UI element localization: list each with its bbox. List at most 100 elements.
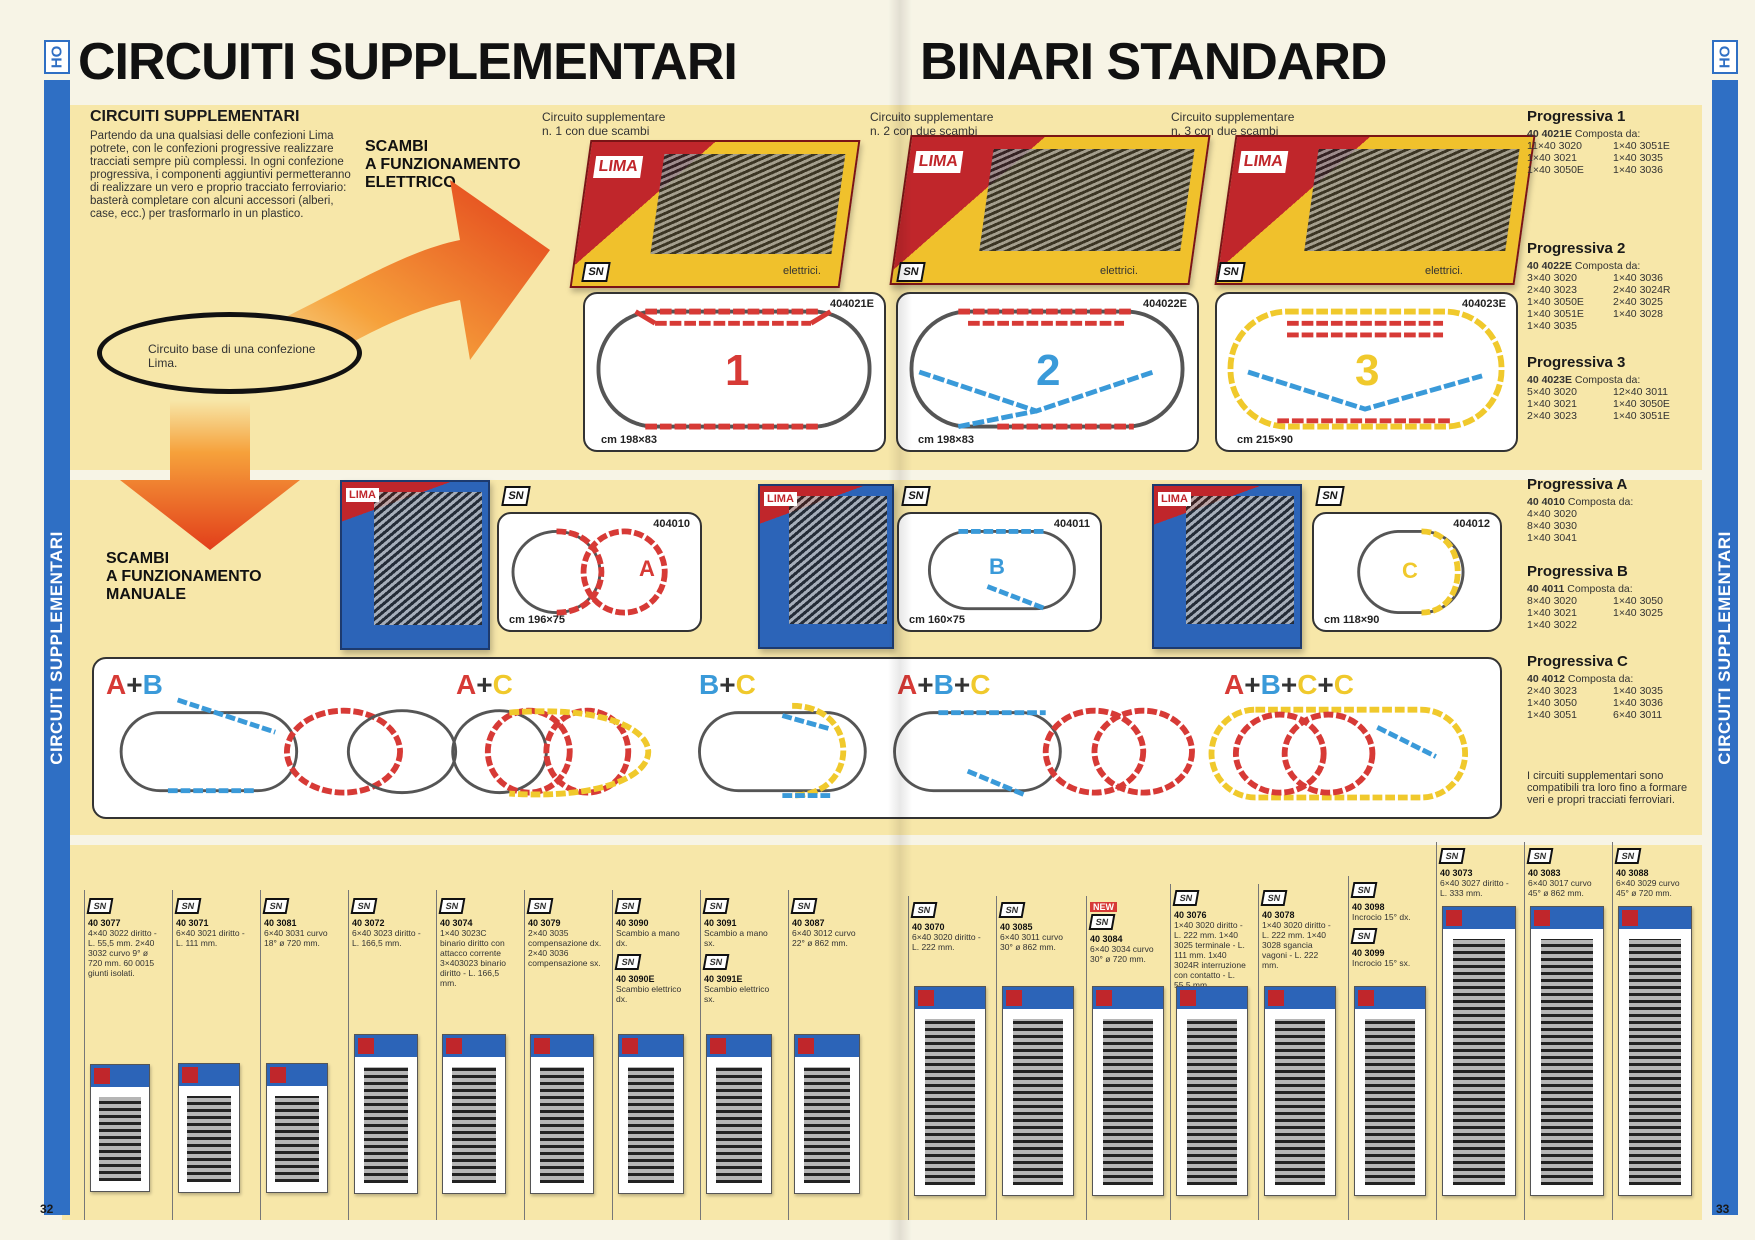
manual-code-b: 404011: [1053, 518, 1090, 530]
lima-sn-logo: SN: [86, 898, 114, 914]
manual-dims-c: cm 118×90: [1324, 614, 1380, 626]
intro: CIRCUITI SUPPLEMENTARI Partendo da una q…: [90, 108, 360, 221]
progressive-code: 40 4023E Composta da:: [1527, 374, 1641, 386]
set-dims-3: cm 215×90: [1237, 434, 1293, 446]
product-code: 40 3083: [1528, 868, 1561, 878]
label-electric: SCAMBI A FUNZIONAMENTO ELETTRICO: [365, 138, 521, 191]
sidebar-left: CIRCUITI SUPPLEMENTARI: [44, 80, 70, 1215]
product-divider: [908, 896, 909, 1220]
sidebar-right: CIRCUITI SUPPLEMENTARI: [1712, 80, 1738, 1215]
lima-sn-logo: SN: [526, 898, 554, 914]
product-package-image: [706, 1034, 772, 1194]
page-title-left: CIRCUITI SUPPLEMENTARI: [78, 33, 738, 91]
product-divider: [1436, 842, 1437, 1220]
product-package-image: [914, 986, 986, 1196]
lima-sn-logo: SN: [174, 898, 202, 914]
progressive-code: 40 4010 Composta da:: [1527, 496, 1634, 508]
progressive-title: Progressiva 2: [1527, 240, 1626, 257]
set-dims-2: cm 198×83: [918, 434, 974, 446]
product-desc: 6×40 3029 curvo 45° ø 720 mm.: [1616, 878, 1680, 898]
combo-title-bc: B+C: [699, 669, 756, 700]
product-desc: 6×40 3031 curvo 18° ø 720 mm.: [264, 928, 328, 948]
set-caption-2: Circuito supplementare n. 2 con due scam…: [870, 110, 994, 138]
page-number-right: 33: [1716, 1202, 1730, 1216]
manual-diagram-a: 404010 A cm 196×75: [497, 512, 702, 632]
manual-letter-b: B: [989, 554, 1005, 579]
product-divider: [1258, 884, 1259, 1220]
combination-panel: A+B A+C B+C A+B+C A+B+C+C: [92, 657, 1502, 819]
product-package-image: [794, 1034, 860, 1194]
product-divider: [1348, 876, 1349, 1220]
product-package-image: [618, 1034, 684, 1194]
manual-dims-a: cm 196×75: [509, 614, 565, 626]
progressive-title: Progressiva A: [1527, 476, 1628, 493]
product-desc: 4×40 3022 diritto - L. 55,5 mm. 2×40 303…: [88, 928, 157, 978]
product-package-image: [1002, 986, 1074, 1196]
manual-code-a: 404010: [653, 518, 690, 530]
product-code: 40 3091E: [704, 974, 743, 984]
lima-sn-logo: SN: [350, 898, 378, 914]
set-number-3: 3: [1355, 346, 1380, 395]
progressive-title: Progressiva C: [1527, 653, 1628, 670]
product-desc: 1×40 3020 diritto - L. 222 mm. 1×40 3028…: [1262, 920, 1331, 970]
manual-letter-a: A: [639, 556, 655, 581]
lima-sn-logo: SN: [1172, 890, 1200, 906]
product-code: 40 3077: [88, 918, 121, 928]
progressive-row: 1×40 3041: [1527, 532, 1577, 544]
lima-sn-logo: SN: [1438, 848, 1466, 864]
lima-sn-logo: SN: [1260, 890, 1288, 906]
product-code: 40 3076: [1174, 910, 1207, 920]
manual-box-image-c: LIMA: [1152, 484, 1302, 649]
lima-sn-logo: SN: [614, 898, 642, 914]
product-desc: Scambio elettrico sx.: [704, 984, 770, 1004]
product-desc: Scambio elettrico dx.: [616, 984, 682, 1004]
product-code: 40 3084: [1090, 934, 1123, 944]
lima-sn-logo: SN: [614, 954, 642, 970]
product-desc: 6×40 3020 diritto - L. 222 mm.: [912, 932, 981, 952]
lima-sn-logo: SN: [1350, 882, 1378, 898]
product-desc: Scambio a mano sx.: [704, 928, 768, 948]
product-divider: [1086, 896, 1087, 1220]
lima-sn-logo: SN: [1614, 848, 1642, 864]
product-desc: 6×40 3027 diritto - L. 333 mm.: [1440, 878, 1509, 898]
product-divider: [996, 896, 997, 1220]
set-caption-1: Circuito supplementare n. 1 con due scam…: [542, 110, 666, 138]
product-desc: 6×40 3021 diritto - L. 111 mm.: [176, 928, 245, 948]
product-package-image: [1530, 906, 1604, 1196]
lima-sn-logo: SN: [910, 902, 938, 918]
product-divider: [436, 890, 437, 1220]
product-desc: 6×40 3012 curvo 22° ø 862 mm.: [792, 928, 856, 948]
product-desc: 6×40 3034 curvo 30° ø 720 mm.: [1090, 944, 1154, 964]
product-desc: 6×40 3017 curvo 45° ø 862 mm.: [1528, 878, 1592, 898]
product-code: 40 3087: [792, 918, 825, 928]
product-code: 40 3070: [912, 922, 945, 932]
lima-sn-logo: SN: [998, 902, 1026, 918]
set-note-3: elettrici.: [1425, 265, 1463, 277]
product-desc: 2×40 3035 compensazione dx. 2×40 3036 co…: [528, 928, 602, 968]
page-number-left: 32: [40, 1202, 54, 1216]
product-package-image: [1442, 906, 1516, 1196]
